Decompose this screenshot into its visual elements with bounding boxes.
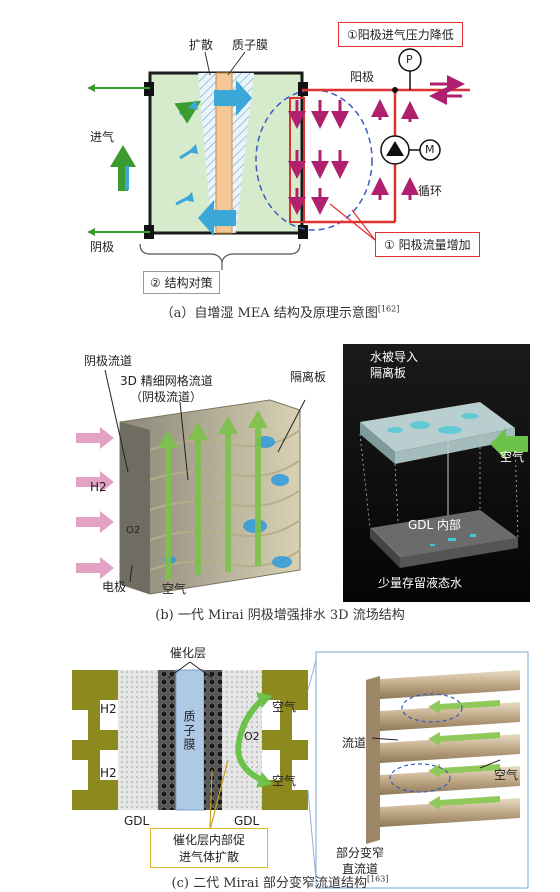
- h2-top-label: H2: [100, 702, 117, 716]
- mesh-channel-sub-label: （阴极流道）: [130, 390, 203, 404]
- o2-label: O2: [126, 525, 141, 536]
- cathode-channel-label: 阴极流道: [84, 354, 133, 368]
- catalyst-right: [204, 670, 222, 810]
- cathode-label: 阴极: [90, 240, 115, 254]
- catalyst-note-box: 催化层内部促 进气体扩散: [150, 828, 268, 868]
- little-water-label: 少量存留液态水: [378, 576, 463, 590]
- air-arrow-icon: [490, 428, 528, 460]
- channel-label: 流道: [342, 736, 367, 750]
- o2-c-label: O2: [244, 730, 260, 743]
- water-to-plate-label: 水被导入: [370, 350, 419, 364]
- catalyst-note-line-2: 进气体扩散: [178, 850, 239, 864]
- air-right-c-label: 空气: [494, 768, 519, 782]
- inlet-label: 进气: [90, 130, 115, 144]
- gdl-left: [118, 670, 158, 810]
- panel-b-diagram: [76, 344, 530, 602]
- air-bottom-label: 空气: [272, 774, 297, 788]
- structure-measure-box: ② 结构对策: [143, 271, 220, 294]
- motor-label: M: [425, 143, 435, 156]
- anode-plate: [72, 670, 118, 810]
- h2-label: H2: [90, 480, 107, 494]
- panel-c-diagram: [72, 651, 529, 889]
- narrow-label-2: 直流道: [342, 862, 379, 876]
- panel-a: 扩散 质子膜 进气 阴极 阳极 P M 循环 ①阳极进气压力降低 ① 阳极流量增…: [0, 0, 560, 330]
- catalyst-left: [158, 670, 176, 810]
- mesh-channel-label: 3D 精细网格流道: [120, 374, 213, 388]
- diffusion-label: 扩散: [189, 38, 214, 52]
- inlet-arrow-icon: [110, 145, 136, 167]
- separator-label: 隔离板: [290, 370, 327, 384]
- circulation-label: 循环: [418, 184, 443, 198]
- narrow-label-1: 部分变窄: [336, 846, 385, 860]
- gdl-inside-label: GDL 内部: [408, 518, 462, 532]
- catalyst-note-line-1: 催化层内部促: [172, 833, 245, 847]
- h2-bottom-label: H2: [100, 766, 117, 780]
- panel-c-caption: (c) 二代 Mirai 部分变窄流道结构[163]: [171, 874, 389, 891]
- gdl-visualization: [343, 344, 530, 602]
- flow-increase-box: ① 阳极流量增加: [375, 232, 480, 257]
- anode-label: 阳极: [350, 70, 375, 84]
- membrane-c-label: 质子膜: [182, 710, 196, 752]
- pressure-gauge-icon: [398, 48, 422, 72]
- panel-b-caption: (b) 一代 Mirai 阴极增强排水 3D 流场结构: [155, 608, 405, 623]
- pressure-gauge-label: P: [406, 53, 413, 66]
- pressure-drop-box: ①阳极进气压力降低: [338, 22, 463, 47]
- proton-membrane: [215, 72, 233, 234]
- proton-membrane-c: [175, 669, 205, 811]
- panel-c: 催化层 质子膜 H2 H2 空气 空气 O2 GDL GDL 催化层内部促 进气…: [0, 630, 560, 892]
- motor-icon: [419, 139, 441, 161]
- anode-channel: [289, 97, 305, 223]
- panel-a-caption: （a）自增湿 MEA 结构及原理示意图[162]: [160, 304, 400, 321]
- membrane-label: 质子膜: [232, 38, 269, 52]
- air-label: 空气: [162, 582, 187, 596]
- water-to-plate-label-2: 隔离板: [370, 366, 407, 380]
- electrode-label: 电极: [102, 580, 127, 594]
- air-top-label: 空气: [272, 700, 297, 714]
- catalyst-layer-label: 催化层: [170, 646, 207, 660]
- gdl-right-label: GDL: [234, 814, 260, 828]
- panel-b: 阴极流道 3D 精细网格流道 （阴极流道） 隔离板 H2 O2 电极 空气 水被…: [0, 330, 560, 630]
- cathode-plate: [262, 670, 308, 810]
- diffusion-layer-left: [198, 73, 216, 233]
- panel-a-diagram: [87, 48, 470, 270]
- gdl-left-label: GDL: [124, 814, 150, 828]
- air-right-label: 空气: [500, 450, 525, 464]
